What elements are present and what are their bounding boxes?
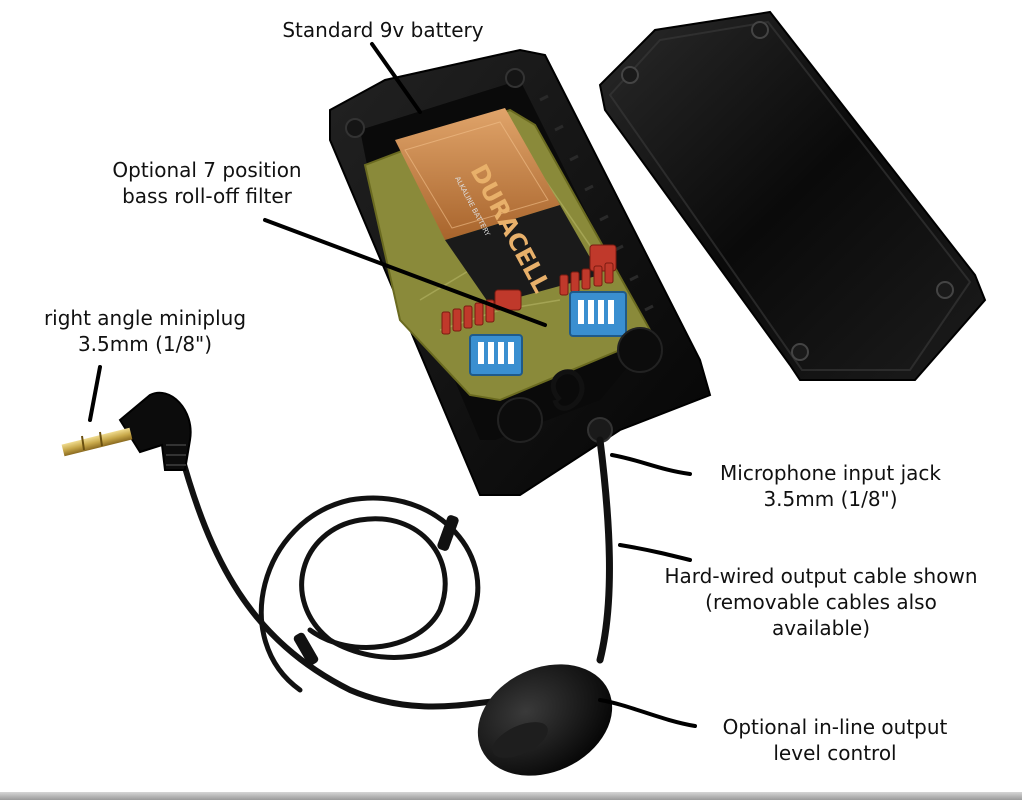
label-miniplug: right angle miniplug 3.5mm (1/8")	[10, 305, 280, 357]
label-filter-line2: bass roll-off filter	[122, 184, 292, 208]
internal-wiring	[497, 327, 663, 443]
label-filter: Optional 7 position bass roll-off filter	[82, 157, 332, 209]
label-filter-line1: Optional 7 position	[112, 158, 302, 182]
capacitors	[441, 244, 617, 335]
label-level-control: Optional in-line output level control	[690, 714, 980, 766]
label-level-control-line1: Optional in-line output	[722, 715, 948, 739]
dip-switch-left	[469, 334, 523, 376]
label-output-cable-line2: (removable cables also	[705, 590, 937, 614]
label-miniplug-line2: 3.5mm (1/8")	[77, 332, 213, 356]
label-output-cable-line1: Hard-wired output cable shown	[664, 564, 978, 588]
label-mic-jack-line1: Microphone input jack	[720, 461, 941, 485]
label-mic-jack: Microphone input jack 3.5mm (1/8")	[688, 460, 973, 512]
label-level-control-line2: level control	[773, 741, 897, 765]
bottom-border	[0, 792, 1022, 800]
enclosure-lid	[598, 10, 987, 381]
right-angle-miniplug	[61, 391, 192, 471]
label-miniplug-line1: right angle miniplug	[43, 306, 247, 330]
output-cable	[177, 436, 613, 710]
label-output-cable: Hard-wired output cable shown (removable…	[626, 563, 1016, 641]
inline-level-control	[477, 664, 613, 776]
callout-lines	[88, 42, 697, 728]
label-battery: Standard 9v battery	[258, 17, 508, 43]
dip-switch-right	[569, 291, 627, 337]
label-battery-text: Standard 9v battery	[282, 18, 484, 42]
label-output-cable-line3: available)	[771, 616, 871, 640]
label-mic-jack-line2: 3.5mm (1/8")	[763, 487, 898, 511]
